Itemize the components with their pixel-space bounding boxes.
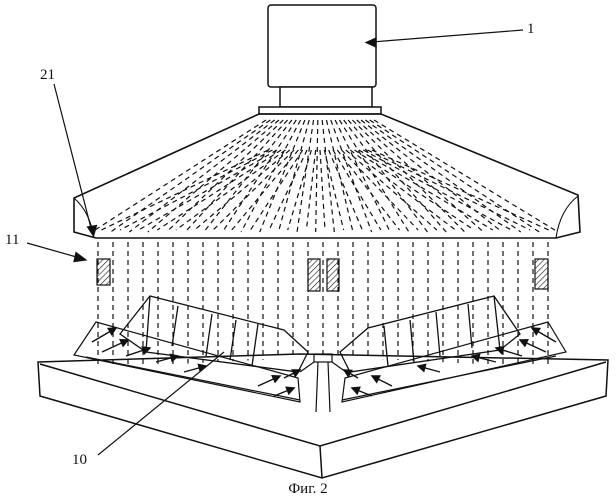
leader-lines xyxy=(27,30,523,455)
label-housing-edge: 21 xyxy=(40,68,55,83)
opening-center-b xyxy=(327,259,339,291)
center-hub xyxy=(300,354,346,412)
hood xyxy=(74,114,580,238)
leader-housing-edge-arrowhead xyxy=(88,226,97,237)
base-tray xyxy=(38,354,608,478)
motor xyxy=(259,5,381,114)
opening-right xyxy=(535,259,548,289)
leader-side-wall-arrowhead xyxy=(74,253,86,262)
opening-left xyxy=(97,259,110,285)
label-side-wall: 11 xyxy=(5,233,19,248)
leader-housing-edge xyxy=(54,84,92,232)
leader-motor xyxy=(372,30,523,42)
blade-segments xyxy=(120,296,520,372)
label-blade-segment: 10 xyxy=(72,453,87,468)
figure-caption: Фиг. 2 xyxy=(0,481,616,497)
label-motor: 1 xyxy=(527,22,535,37)
leader-blade-segment xyxy=(98,352,224,455)
opening-center-a xyxy=(308,259,320,291)
leader-side-wall xyxy=(27,243,80,258)
